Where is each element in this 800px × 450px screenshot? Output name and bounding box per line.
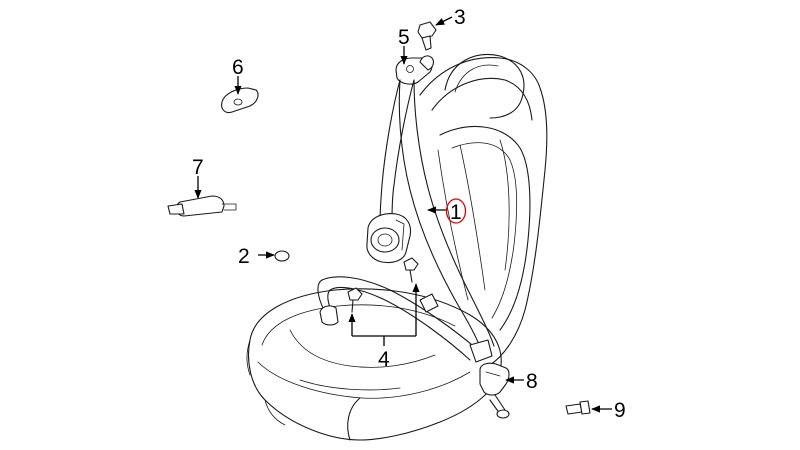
buckle-part-8 xyxy=(479,362,510,419)
callout-7: 7 xyxy=(192,156,204,179)
cover-part-6 xyxy=(221,87,259,114)
callout-8: 8 xyxy=(526,370,538,393)
plug-part-2 xyxy=(274,250,290,262)
callout-6: 6 xyxy=(232,56,244,79)
buckle-stalk-part-7 xyxy=(167,195,237,217)
callout-9: 9 xyxy=(614,399,626,422)
callout-3: 3 xyxy=(454,6,466,29)
callout-labels: 1 2 3 4 5 6 7 8 9 xyxy=(192,6,626,422)
bolt-part-3 xyxy=(417,21,437,51)
bolt-part-9 xyxy=(565,400,591,415)
callout-1: 1 xyxy=(450,201,462,224)
seat-illustration xyxy=(246,53,548,441)
seat-belt-assembly xyxy=(317,55,495,363)
callout-5: 5 xyxy=(398,26,410,49)
callout-arrows xyxy=(194,16,612,413)
callout-4: 4 xyxy=(378,348,390,371)
bolts-part-4 xyxy=(347,257,419,313)
callout-1-highlight xyxy=(445,198,467,224)
callout-2: 2 xyxy=(238,245,250,268)
